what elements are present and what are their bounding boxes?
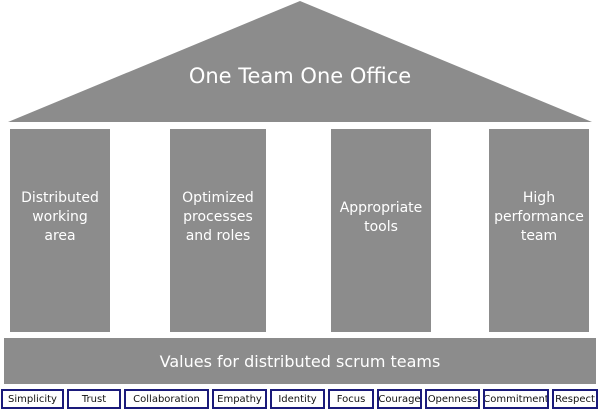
- value-simplicity: Simplicity: [1, 389, 64, 409]
- pillar-distributed-working-area: Distributed working area: [10, 129, 110, 332]
- pillar-optimized-processes: Optimized processes and roles: [170, 129, 266, 332]
- pillar-label: Distributed working area: [21, 190, 99, 244]
- roof-shape: [8, 1, 592, 122]
- value-empathy: Empathy: [212, 389, 267, 409]
- roof-title: One Team One Office: [188, 64, 412, 88]
- value-respect: Respect: [552, 389, 598, 409]
- pillar-high-performance-team: High performance team: [489, 129, 589, 332]
- value-identity: Identity: [270, 389, 325, 409]
- pillar-label: Optimized processes and roles: [182, 190, 254, 244]
- value-commitment: Commitment: [483, 389, 549, 409]
- value-focus: Focus: [328, 389, 374, 409]
- foundation-base: Values for distributed scrum teams: [4, 338, 596, 384]
- pillar-appropriate-tools: Appropriate tools: [331, 129, 431, 332]
- pillar-label: High performance team: [494, 190, 584, 244]
- pillar-label: Appropriate tools: [339, 199, 423, 235]
- roof: [8, 1, 592, 122]
- base-label: Values for distributed scrum teams: [159, 351, 441, 371]
- value-openness: Openness: [425, 389, 480, 409]
- value-trust: Trust: [67, 389, 121, 409]
- value-courage: Courage: [377, 389, 422, 409]
- value-collaboration: Collaboration: [124, 389, 209, 409]
